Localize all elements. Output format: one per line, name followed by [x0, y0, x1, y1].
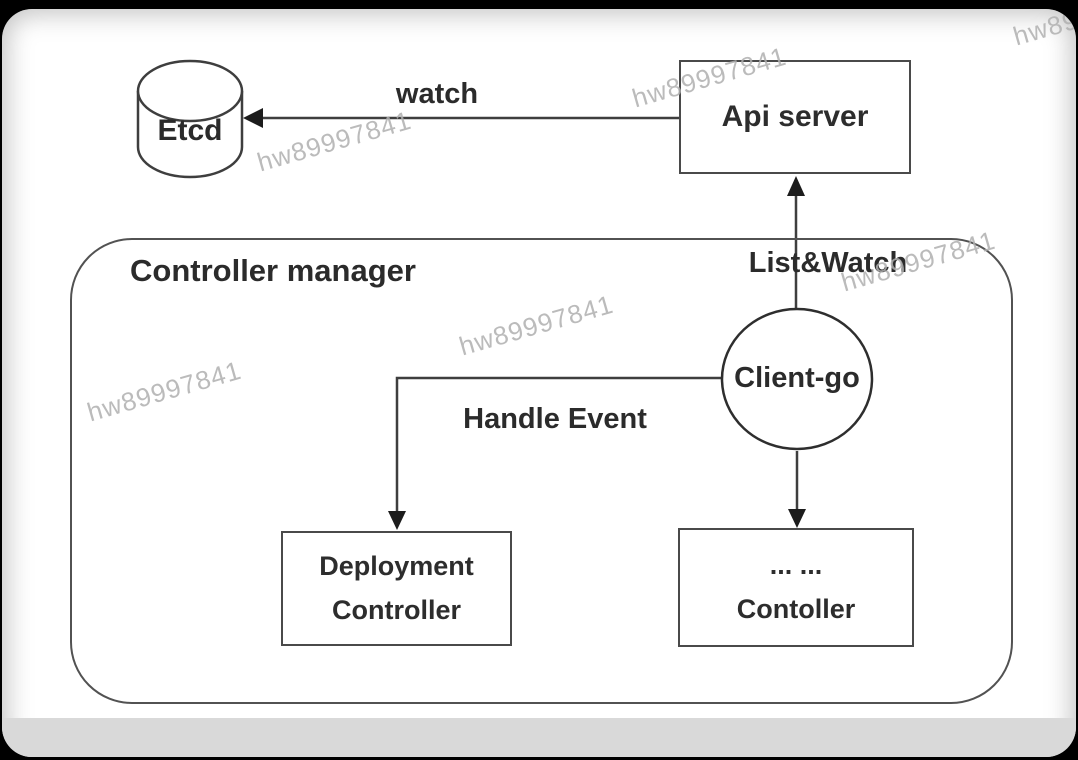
etcd-cylinder: [136, 59, 244, 179]
footer-band: [2, 718, 1076, 757]
list-watch-edge-label: List&Watch: [748, 247, 908, 279]
api-server-label: Api server: [721, 99, 869, 133]
client-go-label: Client-go: [734, 362, 860, 394]
handle-event-edge-label: Handle Event: [463, 403, 647, 435]
controller-manager-label: Controller manager: [130, 253, 416, 288]
list-watch-arrow: [787, 176, 805, 308]
other-controller-label-line1: ... ...: [769, 550, 823, 581]
watch-edge-label: watch: [395, 78, 479, 110]
api-server-node: Api server: [679, 60, 911, 174]
kubernetes-controller-diagram: Controller manager Api server Etcd Deplo…: [2, 9, 1076, 757]
etcd-label: Etcd: [157, 114, 223, 147]
deployment-controller-label-line1: Deployment: [319, 551, 474, 582]
handle-event-arrow: [388, 376, 722, 530]
watch-arrow: [243, 108, 679, 128]
client-go-circle: [720, 307, 874, 451]
deployment-controller-label-line2: Controller: [331, 594, 461, 625]
deployment-controller-node: Deployment Controller: [281, 531, 512, 646]
diagram-connectors: [136, 59, 874, 530]
other-controller-label-line2: Contoller: [736, 593, 856, 624]
controller-manager-box: [70, 238, 1013, 704]
other-controller-node: ... ... Contoller: [678, 528, 914, 647]
slide-page: Controller manager Api server Etcd Deplo…: [2, 9, 1076, 757]
client-go-to-controller-arrow: [788, 451, 806, 528]
